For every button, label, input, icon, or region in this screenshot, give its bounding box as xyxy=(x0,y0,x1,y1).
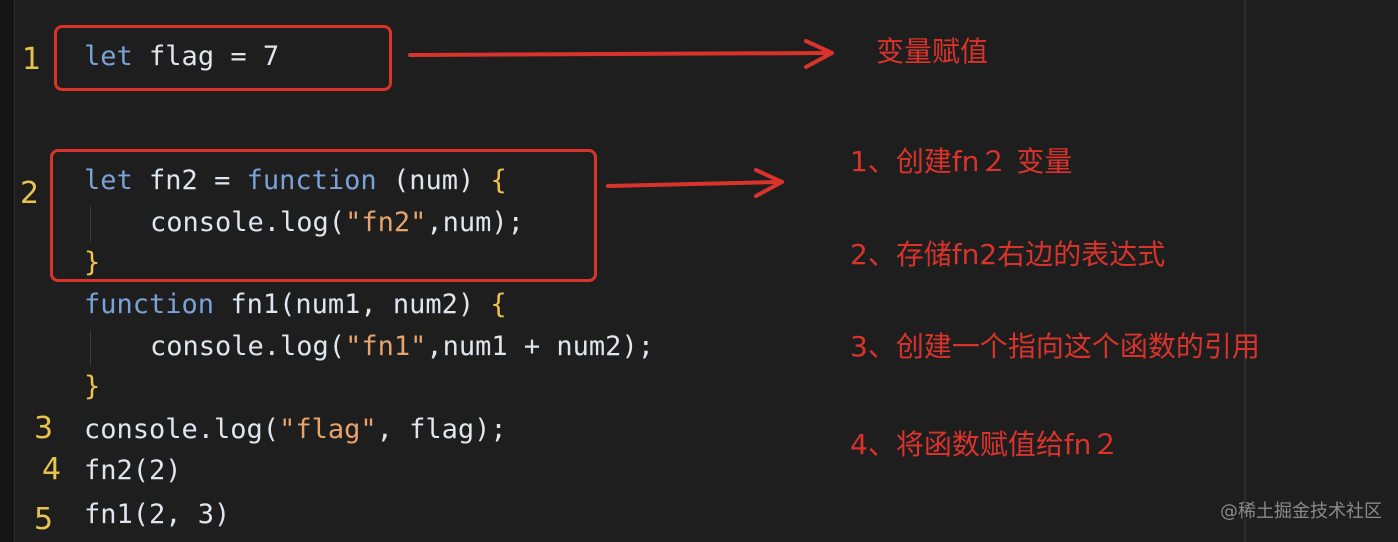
annotation-assign: 变量赋值 xyxy=(876,35,989,68)
code-line-5: function fn1(num1, num2) { xyxy=(84,288,507,322)
keyword: let xyxy=(84,165,133,196)
step-number-4: 4 xyxy=(42,452,62,487)
code-line-2: let fn2 = function (num) { xyxy=(84,164,507,198)
keyword: let xyxy=(84,41,133,72)
keyword: function xyxy=(246,165,377,196)
annotation-step-1: 1、创建fn２ 变量 xyxy=(850,145,1073,178)
code-line-10: fn1(2, 3) xyxy=(84,498,230,532)
call: fn2(2) xyxy=(84,455,182,486)
code-line-3: console.log("fn2",num); xyxy=(150,206,524,240)
editor-gutter xyxy=(0,0,15,542)
punctuation: ); xyxy=(621,331,654,362)
arrow-right-icon xyxy=(606,168,784,198)
argument: ,num1 + num2 xyxy=(426,331,622,362)
step-number-3: 3 xyxy=(34,411,54,446)
step-number-5: 5 xyxy=(34,502,54,537)
code-line-1: let flag = 7 xyxy=(84,40,279,74)
annotation-step-2: 2、存储fn2右边的表达式 xyxy=(850,238,1166,271)
brace: { xyxy=(490,165,507,196)
code-line-9: fn2(2) xyxy=(84,454,182,488)
operator: = xyxy=(214,165,231,196)
annotation-step-4: 4、将函数赋值给fn２ xyxy=(850,428,1120,461)
brace: } xyxy=(84,247,101,278)
call: console.log( xyxy=(150,207,346,238)
indent-guide xyxy=(90,330,91,366)
watermark: @稀土掘金技术社区 xyxy=(1220,501,1382,522)
params: (num) xyxy=(392,165,475,196)
argument: ,num xyxy=(426,207,492,238)
arrow-right-icon xyxy=(408,39,834,69)
call: console.log( xyxy=(150,331,346,362)
code-line-8: console.log("flag", flag); xyxy=(84,413,507,447)
punctuation: ); xyxy=(474,414,507,445)
editor-divider xyxy=(1244,0,1246,542)
argument: , flag xyxy=(376,414,475,445)
brace: } xyxy=(84,371,101,402)
step-number-1: 1 xyxy=(22,42,42,77)
operator: = xyxy=(230,41,247,72)
number-literal: 7 xyxy=(262,41,280,72)
identifier: flag xyxy=(149,41,215,72)
keyword: function xyxy=(84,289,215,320)
indent-guide xyxy=(90,206,91,242)
call: console.log( xyxy=(84,414,280,445)
string-literal: "fn1" xyxy=(345,331,427,362)
identifier: fn1(num1, num2) xyxy=(230,289,475,320)
code-line-6: console.log("fn1",num1 + num2); xyxy=(150,330,654,364)
punctuation: ); xyxy=(491,207,524,238)
string-literal: "fn2" xyxy=(345,207,427,238)
call: fn1(2, 3) xyxy=(84,499,231,530)
highlight-box-fn2 xyxy=(50,149,597,282)
code-line-7: } xyxy=(84,370,100,404)
code-line-4: } xyxy=(84,246,100,280)
annotation-step-3: 3、创建一个指向这个函数的引用 xyxy=(850,330,1260,363)
step-number-2: 2 xyxy=(20,176,40,211)
identifier: fn2 xyxy=(149,165,198,196)
brace: { xyxy=(490,289,507,320)
highlight-box-flag xyxy=(54,25,392,91)
string-literal: "flag" xyxy=(279,414,377,445)
